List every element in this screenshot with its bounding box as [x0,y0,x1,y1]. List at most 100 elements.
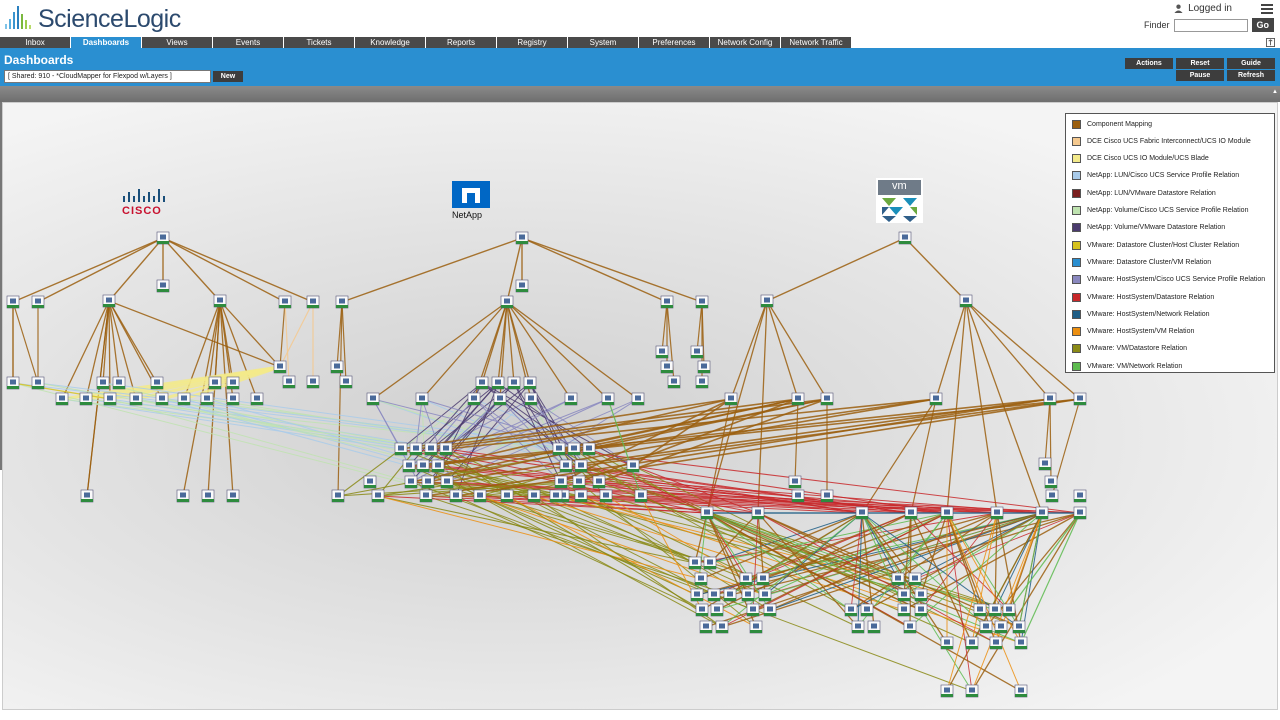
device-node[interactable] [599,489,613,503]
device-node[interactable] [421,475,435,489]
device-node[interactable] [306,295,320,309]
device-node[interactable] [788,475,802,489]
device-node[interactable] [31,295,45,309]
device-node[interactable] [791,392,805,406]
device-node[interactable] [339,375,353,389]
device-node[interactable] [554,475,568,489]
device-node[interactable] [908,572,922,586]
device-node[interactable] [715,620,729,634]
nav-tab-system[interactable]: System [568,37,638,48]
device-node[interactable] [631,392,645,406]
device-node[interactable] [102,294,116,308]
device-node[interactable] [201,489,215,503]
device-node[interactable] [592,475,606,489]
device-node[interactable] [855,506,869,520]
device-node[interactable] [601,392,615,406]
device-node[interactable] [758,588,772,602]
device-node[interactable] [695,295,709,309]
device-node[interactable] [760,294,774,308]
device-node[interactable] [112,376,126,390]
device-node[interactable] [331,489,345,503]
device-node[interactable] [55,392,69,406]
device-node[interactable] [1002,603,1016,617]
device-node[interactable] [739,572,753,586]
device-node[interactable] [860,603,874,617]
device-node[interactable] [707,588,721,602]
device-node[interactable] [523,376,537,390]
device-node[interactable] [660,295,674,309]
device-node[interactable] [79,392,93,406]
device-node[interactable] [897,588,911,602]
device-node[interactable] [903,620,917,634]
device-node[interactable] [493,392,507,406]
new-dashboard-button[interactable]: New [213,71,243,82]
device-node[interactable] [402,459,416,473]
device-node[interactable] [6,295,20,309]
device-node[interactable] [914,588,928,602]
device-node[interactable] [156,231,170,245]
device-node[interactable] [500,489,514,503]
device-node[interactable] [699,620,713,634]
nav-tab-events[interactable]: Events [213,37,283,48]
device-node[interactable] [282,375,296,389]
device-node[interactable] [515,231,529,245]
device-node[interactable] [226,392,240,406]
device-node[interactable] [80,489,94,503]
device-node[interactable] [278,295,292,309]
device-node[interactable] [746,603,760,617]
reset-button[interactable]: Reset [1176,58,1224,69]
actions-button[interactable]: Actions [1125,58,1173,69]
nav-tab-inbox[interactable]: Inbox [0,37,70,48]
dashboard-select[interactable]: [ Shared: 910 - *CloudMapper for Flexpod… [4,70,211,83]
device-node[interactable] [979,620,993,634]
device-node[interactable] [394,442,408,456]
device-node[interactable] [273,360,287,374]
device-node[interactable] [527,489,541,503]
pause-button[interactable]: Pause [1176,70,1224,81]
device-node[interactable] [989,636,1003,650]
device-node[interactable] [973,603,987,617]
device-node[interactable] [940,684,954,698]
device-node[interactable] [965,636,979,650]
device-node[interactable] [763,603,777,617]
device-node[interactable] [1073,506,1087,520]
device-node[interactable] [697,360,711,374]
sciencelogic-logo[interactable]: ScienceLogic [4,2,181,36]
device-node[interactable] [1014,636,1028,650]
device-node[interactable] [626,459,640,473]
device-node[interactable] [820,489,834,503]
user-status[interactable]: Logged in [1174,3,1232,14]
nav-tab-dashboards[interactable]: Dashboards [71,37,141,48]
nav-tab-network-traffic[interactable]: Network Traffic [781,37,851,48]
device-node[interactable] [371,489,385,503]
device-node[interactable] [439,442,453,456]
device-node[interactable] [940,636,954,650]
widget-menu-arrow-icon[interactable]: ▲ [1272,89,1278,95]
device-node[interactable] [749,620,763,634]
hamburger-menu-icon[interactable] [1260,3,1274,15]
device-node[interactable] [1073,392,1087,406]
device-node[interactable] [867,620,881,634]
device-node[interactable] [491,376,505,390]
device-node[interactable] [507,376,521,390]
device-node[interactable] [515,279,529,293]
device-node[interactable] [959,294,973,308]
device-node[interactable] [695,603,709,617]
device-node[interactable] [306,375,320,389]
device-node[interactable] [363,475,377,489]
device-node[interactable] [213,294,227,308]
device-node[interactable] [1035,506,1049,520]
device-node[interactable] [31,376,45,390]
device-node[interactable] [898,231,912,245]
device-node[interactable] [940,506,954,520]
device-node[interactable] [891,572,905,586]
device-node[interactable] [851,620,865,634]
device-node[interactable] [409,442,423,456]
device-node[interactable] [688,556,702,570]
topology-map-canvas[interactable]: CISCO NetApp vm Componen [2,102,1278,710]
device-node[interactable] [1038,457,1052,471]
device-node[interactable] [366,392,380,406]
device-node[interactable] [473,489,487,503]
device-node[interactable] [756,572,770,586]
device-node[interactable] [994,620,1008,634]
